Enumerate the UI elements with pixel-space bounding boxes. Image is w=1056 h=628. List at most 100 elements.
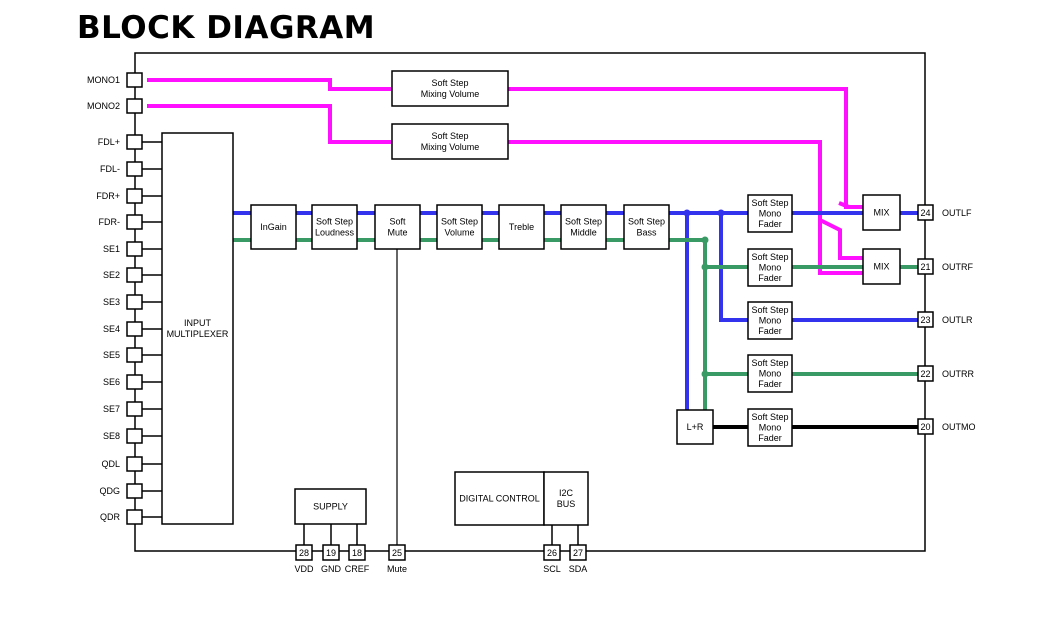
left-pin-box [126, 214, 143, 230]
loudness-box [311, 204, 358, 250]
bottom-pin-label: GND [321, 564, 342, 574]
digital-control-label: DIGITAL CONTROL [459, 494, 540, 504]
right-pin-box [917, 258, 934, 275]
junction-dot [683, 209, 691, 217]
mixing-volume-2-label: Mixing Volume [421, 142, 480, 152]
bottom-pin-number: 18 [352, 548, 362, 558]
mono-fader-rr-label: Fader [758, 379, 782, 389]
soft-mute-box [374, 204, 421, 250]
loudness-label: Loudness [315, 228, 355, 238]
input-multiplexer-box [161, 132, 234, 525]
bottom-pin-label: SDA [569, 564, 588, 574]
left-pin-box [126, 456, 143, 472]
mix-right-box [862, 248, 901, 285]
supply-label: SUPPLY [313, 502, 348, 512]
mono-fader-mo-label: Fader [758, 433, 782, 443]
right-pin-label: OUTMO [942, 422, 976, 432]
right-pin-number: 24 [920, 208, 930, 218]
page-title: BLOCK DIAGRAM [77, 10, 376, 46]
left-pin-label: SE6 [103, 377, 120, 387]
left-pin-box [126, 72, 143, 88]
left-pin-label: MONO2 [87, 101, 120, 111]
mono-fader-rf-label: Soft Step [751, 252, 788, 262]
bottom-pin-number: 27 [573, 548, 583, 558]
bottom-pin-number: 28 [299, 548, 309, 558]
middle-label: Middle [570, 228, 597, 238]
mixing-volume-2-box [391, 123, 509, 160]
mono-fader-mo-box [747, 408, 793, 447]
left-pin-box [126, 161, 143, 177]
right-pin-label: OUTRF [942, 262, 973, 272]
mono-fader-rf-label: Fader [758, 273, 782, 283]
left-pin-label: FDR- [99, 217, 121, 227]
mono-fader-lr-label: Mono [759, 315, 782, 325]
mono-fader-lf-label: Mono [759, 208, 782, 218]
left-pin-box [126, 241, 143, 257]
left-pin-label: SE7 [103, 404, 120, 414]
left-pin-label: SE5 [103, 350, 120, 360]
junction-dot [701, 370, 709, 378]
left-pin-label: QDL [101, 459, 120, 469]
junction-dot [701, 263, 709, 271]
input-multiplexer-label: MULTIPLEXER [167, 329, 229, 339]
ingain-label: InGain [260, 222, 287, 232]
left-pin-box [126, 401, 143, 417]
wire-mono2-join [819, 218, 863, 260]
bottom-pin-label: CREF [345, 564, 370, 574]
wire-mono1-in [147, 78, 392, 91]
mono-fader-rr-label: Mono [759, 368, 782, 378]
bottom-pin-number: 26 [547, 548, 557, 558]
soft-mute-label: Mute [387, 228, 407, 238]
mono-fader-lr-label: Fader [758, 326, 782, 336]
left-pin-box [126, 267, 143, 283]
soft-mute-label: Soft [389, 217, 406, 227]
treble-label: Treble [509, 222, 534, 232]
mono-fader-mo-label: Soft Step [751, 412, 788, 422]
left-pin-label: FDL+ [98, 137, 120, 147]
i2c-bus-label: BUS [557, 499, 576, 509]
bottom-pin-box [295, 544, 313, 561]
mixing-volume-1-label: Mixing Volume [421, 89, 480, 99]
l-plus-r-box [676, 409, 714, 445]
wire-mono2-out [508, 140, 863, 275]
right-pin-number: 23 [920, 315, 930, 325]
left-pin-box [126, 294, 143, 310]
left-pin-label: SE8 [103, 431, 120, 441]
left-pin-label: FDL- [100, 164, 120, 174]
bottom-pin-number: 25 [392, 548, 402, 558]
left-pin-box [126, 98, 143, 114]
loudness-label: Soft Step [316, 217, 353, 227]
right-pin-number: 20 [920, 422, 930, 432]
junction-dot [717, 209, 725, 217]
left-pin-label: QDR [100, 512, 121, 522]
bottom-pin-label: SCL [543, 564, 561, 574]
bottom-pin-number: 19 [326, 548, 336, 558]
left-pin-box [126, 188, 143, 204]
wire-right-chain [233, 238, 748, 376]
wire-mono2-in [147, 104, 392, 144]
l-plus-r-label: L+R [687, 422, 704, 432]
left-pin-label: FDR+ [96, 191, 120, 201]
middle-label: Soft Step [565, 217, 602, 227]
right-pin-label: OUTLF [942, 208, 972, 218]
mono-fader-lr-label: Soft Step [751, 305, 788, 315]
right-pin-number: 22 [920, 369, 930, 379]
bass-label: Soft Step [628, 217, 665, 227]
mixing-volume-1-box [391, 70, 509, 107]
input-multiplexer-label: INPUT [184, 318, 212, 328]
bottom-pin-box [569, 544, 587, 561]
treble-box [498, 204, 545, 250]
right-pin-label: OUTRR [942, 369, 974, 379]
i2c-bus-label: I2C [559, 488, 574, 498]
bottom-pin-box [388, 544, 406, 561]
mono-fader-mo-label: Mono [759, 422, 782, 432]
left-pin-label: SE4 [103, 324, 120, 334]
mix-right-label: MIX [873, 262, 889, 272]
right-pin-label: OUTLR [942, 315, 973, 325]
digital-control-box [454, 471, 545, 526]
wire-mono1-out [508, 87, 863, 209]
left-pin-label: QDG [99, 486, 120, 496]
left-pin-box [126, 483, 143, 499]
